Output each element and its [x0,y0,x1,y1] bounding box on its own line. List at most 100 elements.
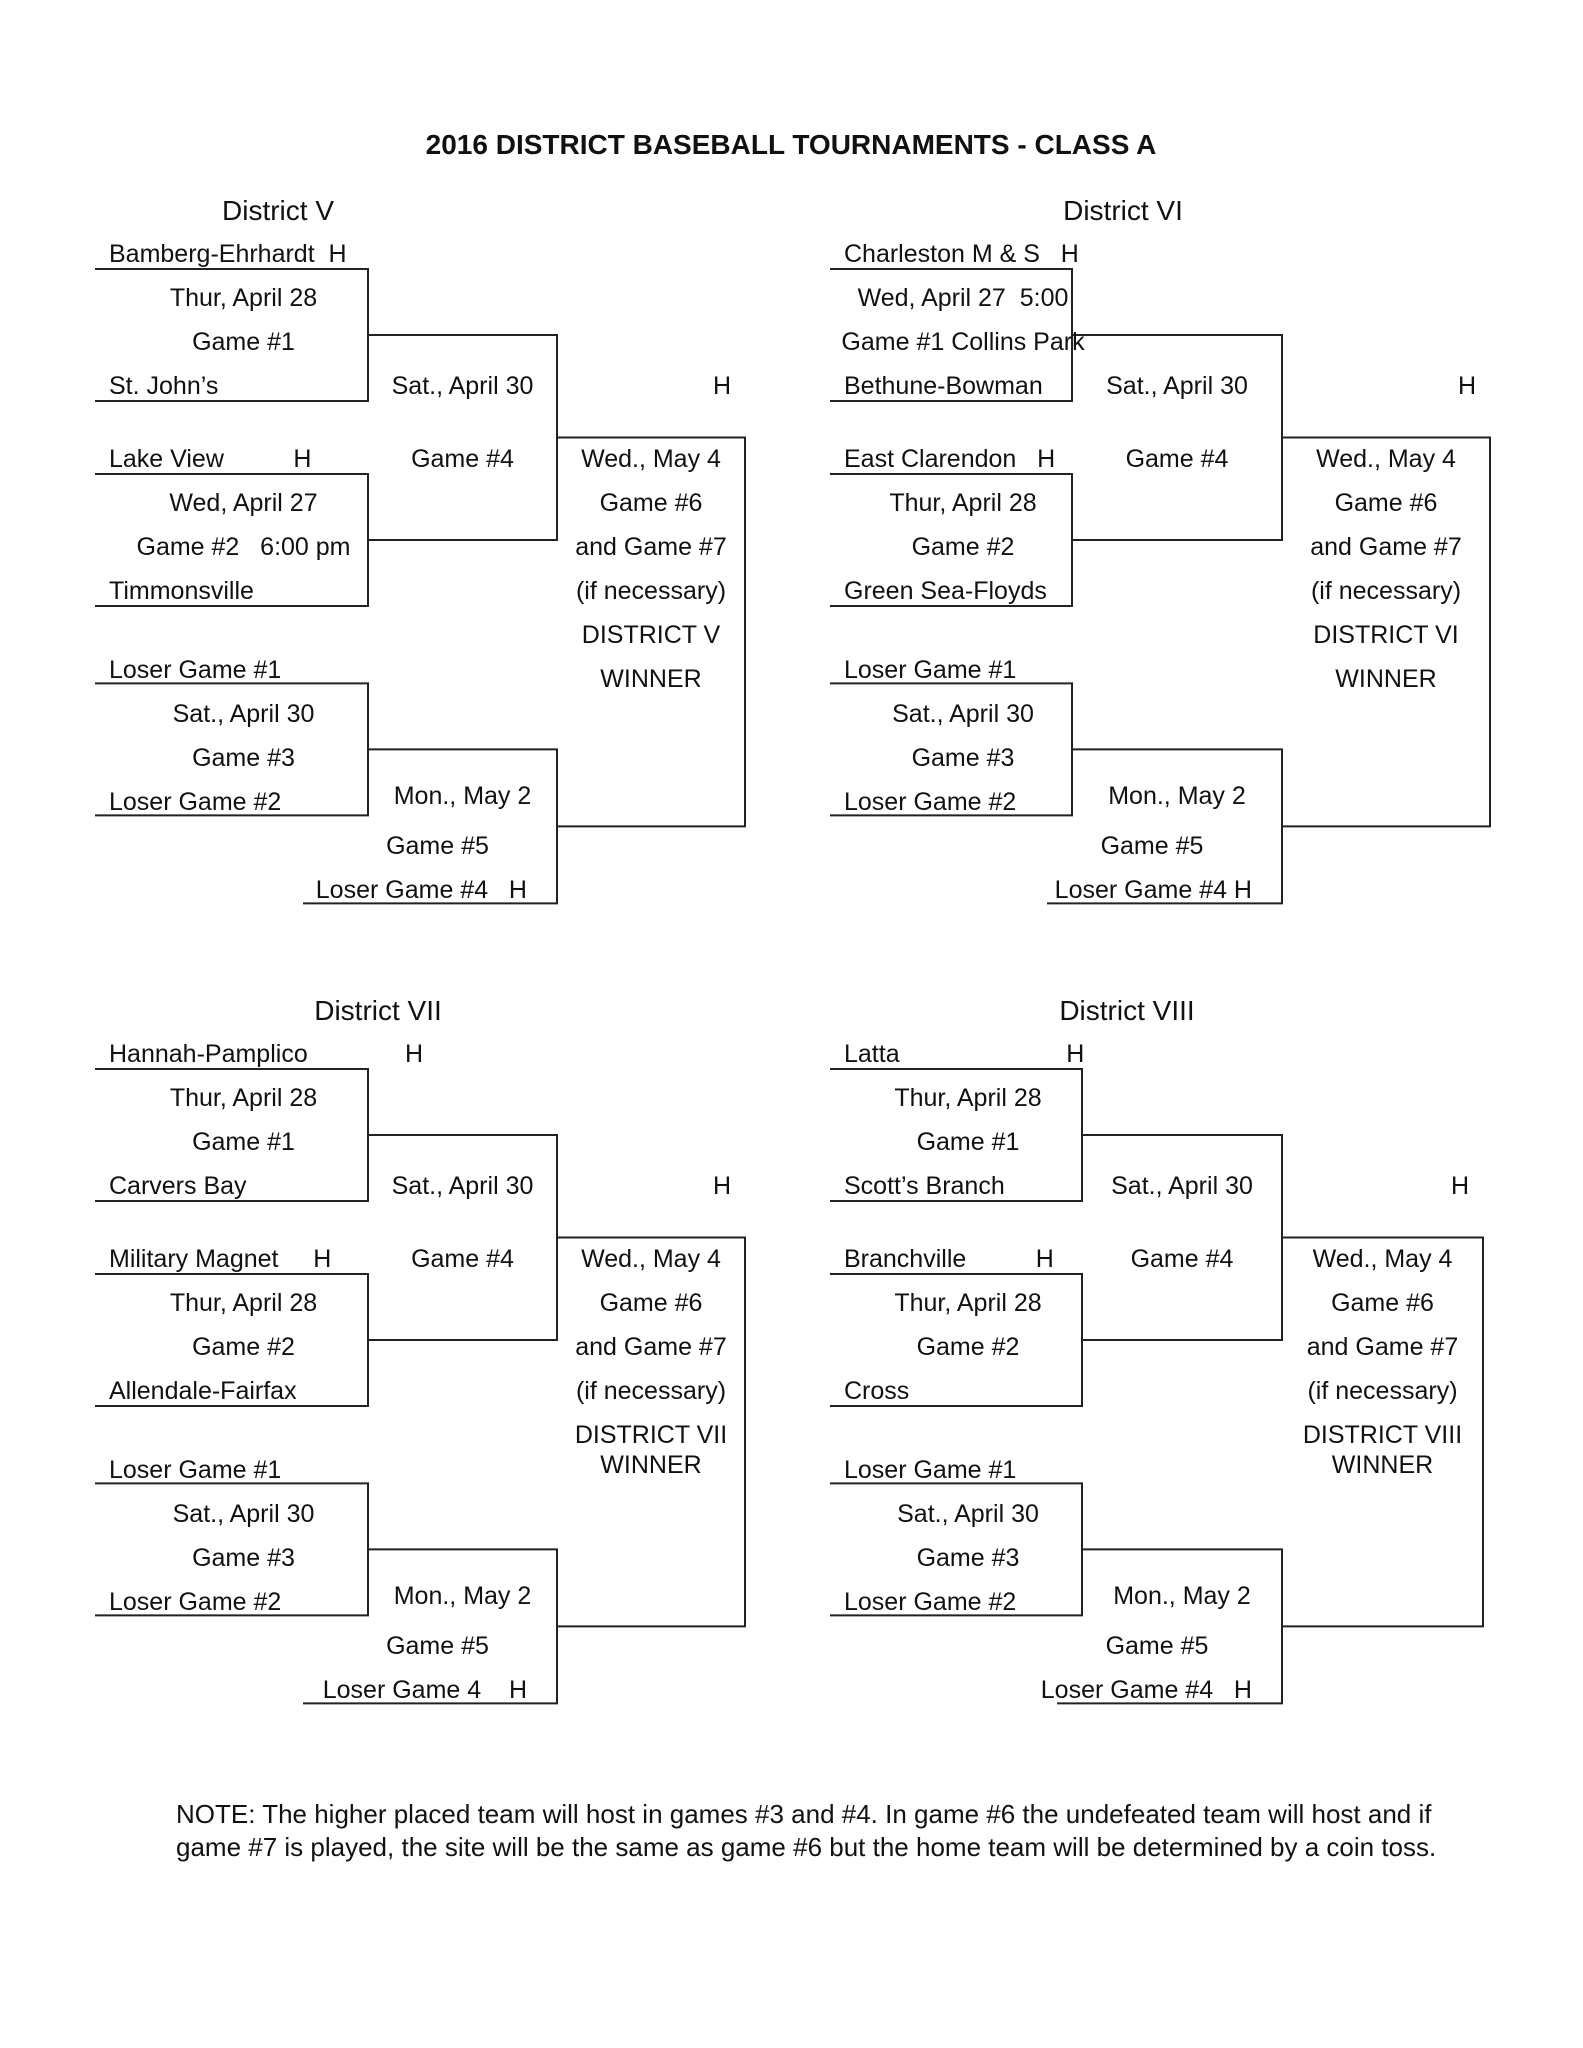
game1-home-team: Hannah-Pamplico H [109,1040,424,1068]
game1-away-team: Carvers Bay [109,1172,247,1200]
game3-team-b: Loser Game #2 [844,1588,1017,1617]
game1-away-team: St. John’s [109,372,219,400]
game2-away-team: Timmonsville [109,577,254,605]
game5-date: Mon., May 2 [1113,1581,1251,1610]
final-host-marker: H [1450,1172,1469,1200]
game5-date: Mon., May 2 [393,1581,532,1610]
game2-away-team: Cross [844,1377,910,1405]
game3-date: Sat., April 30 [172,700,315,729]
game1-home-team: Charleston M & S H [844,240,1079,268]
game2-date: Thur, April 28 [894,1289,1042,1317]
game2-away-team: Allendale-Fairfax [109,1377,297,1405]
game3-team-a: Loser Game #1 [109,656,282,685]
game2-away-team: Green Sea-Floyds [844,577,1047,605]
district-name: District VIII [1059,995,1195,1026]
game2-home-team: East Clarendon H [844,445,1056,473]
district-winner-line2: WINNER [600,665,702,693]
final-game7-label: and Game #7 [575,1333,727,1361]
district-winner-line1: DISTRICT VIII [1302,1421,1463,1449]
game1-away-team: Bethune-Bowman [844,372,1043,400]
final-date: Wed., May 4 [581,1245,721,1273]
final-condition: (if necessary) [1310,577,1462,605]
game5-date: Mon., May 2 [1108,781,1246,810]
game3-team-a: Loser Game #1 [109,1456,282,1485]
game3-date: Sat., April 30 [892,700,1034,729]
game4-bracket [368,1134,558,1341]
final-game6-label: Game #6 [599,1289,703,1317]
game1-home-team: Bamberg-Ehrhardt H [109,240,347,268]
game2-home-team: Military Magnet H [109,1245,332,1273]
final-game6-label: Game #6 [599,489,703,517]
game5-label: Game #5 [1100,832,1204,861]
game1-label: Game #1 Collins Park [841,328,1085,356]
game4-label: Game #4 [1130,1245,1234,1273]
district-winner-line1: DISTRICT VII [574,1421,728,1449]
game2-home-team: Branchville H [844,1245,1054,1273]
game2-label: Game #2 [192,1333,295,1361]
final-host-marker: H [1457,372,1476,400]
district-name: District VII [314,995,442,1026]
game4-bracket [368,334,558,541]
district-winner-line1: DISTRICT V [581,621,721,649]
game3-date: Sat., April 30 [172,1500,315,1529]
game3-label: Game #3 [192,744,295,773]
game3-team-a: Loser Game #1 [844,656,1017,685]
game1-home-team: Latta H [844,1040,1085,1068]
district-name: District V [222,195,334,226]
district-name: District VI [1063,195,1183,226]
game1-date: Wed, April 27 5:00 [857,284,1069,312]
game2-label: Game #2 [911,533,1015,561]
final-condition: (if necessary) [575,1377,727,1405]
final-host-marker: H [712,1172,731,1200]
final-bracket [1282,1236,1484,1628]
final-bracket [557,436,746,828]
game1-date: Thur, April 28 [169,284,318,312]
game1-label: Game #1 [916,1128,1020,1156]
district-winner-line2: WINNER [1335,665,1437,693]
game4-date: Sat., April 30 [1106,372,1248,400]
final-condition: (if necessary) [1307,1377,1458,1405]
district-winner-line1: DISTRICT VI [1313,621,1459,649]
final-game7-label: and Game #7 [1310,533,1462,561]
game3-team-b: Loser Game #2 [109,1588,282,1617]
game2-date: Thur, April 28 [889,489,1037,517]
game3-team-b: Loser Game #2 [844,788,1017,817]
game2-label: Game #2 [916,1333,1020,1361]
game5-team: Loser Game #4 H [1040,1676,1252,1705]
final-game7-label: and Game #7 [575,533,727,561]
final-bracket [557,1236,746,1628]
final-date: Wed., May 4 [1312,1245,1453,1273]
game5-team: Loser Game 4 H [322,1676,527,1705]
game1-away-team: Scott’s Branch [844,1172,1005,1200]
final-host-marker: H [712,372,731,400]
game3-date: Sat., April 30 [897,1500,1039,1529]
final-bracket [1282,436,1491,828]
final-game6-label: Game #6 [1331,1289,1434,1317]
final-game7-label: and Game #7 [1306,1333,1459,1361]
final-game6-label: Game #6 [1334,489,1438,517]
game3-team-b: Loser Game #2 [109,788,282,817]
game4-label: Game #4 [411,1245,514,1273]
game2-date: Wed, April 27 [169,489,318,517]
game4-date: Sat., April 30 [391,372,534,400]
game4-date: Sat., April 30 [1111,1172,1253,1200]
game4-bracket [1072,334,1283,541]
game4-label: Game #4 [411,445,514,473]
game5-label: Game #5 [386,832,489,861]
game1-date: Thur, April 28 [169,1084,318,1112]
game2-date: Thur, April 28 [169,1289,318,1317]
game1-label: Game #1 [192,1128,295,1156]
game3-team-a: Loser Game #1 [844,1456,1017,1485]
tournament-note: NOTE: The higher placed team will host i… [176,1799,1437,1862]
game5-label: Game #5 [1105,1632,1209,1661]
game5-team: Loser Game #4 H [315,876,527,905]
final-condition: (if necessary) [575,577,727,605]
final-date: Wed., May 4 [581,445,721,473]
game4-label: Game #4 [1125,445,1229,473]
game2-home-team: Lake View H [109,445,312,473]
game5-label: Game #5 [386,1632,489,1661]
district-winner-line2: WINNER [600,1451,702,1479]
game1-date: Thur, April 28 [894,1084,1042,1112]
game4-date: Sat., April 30 [391,1172,534,1200]
